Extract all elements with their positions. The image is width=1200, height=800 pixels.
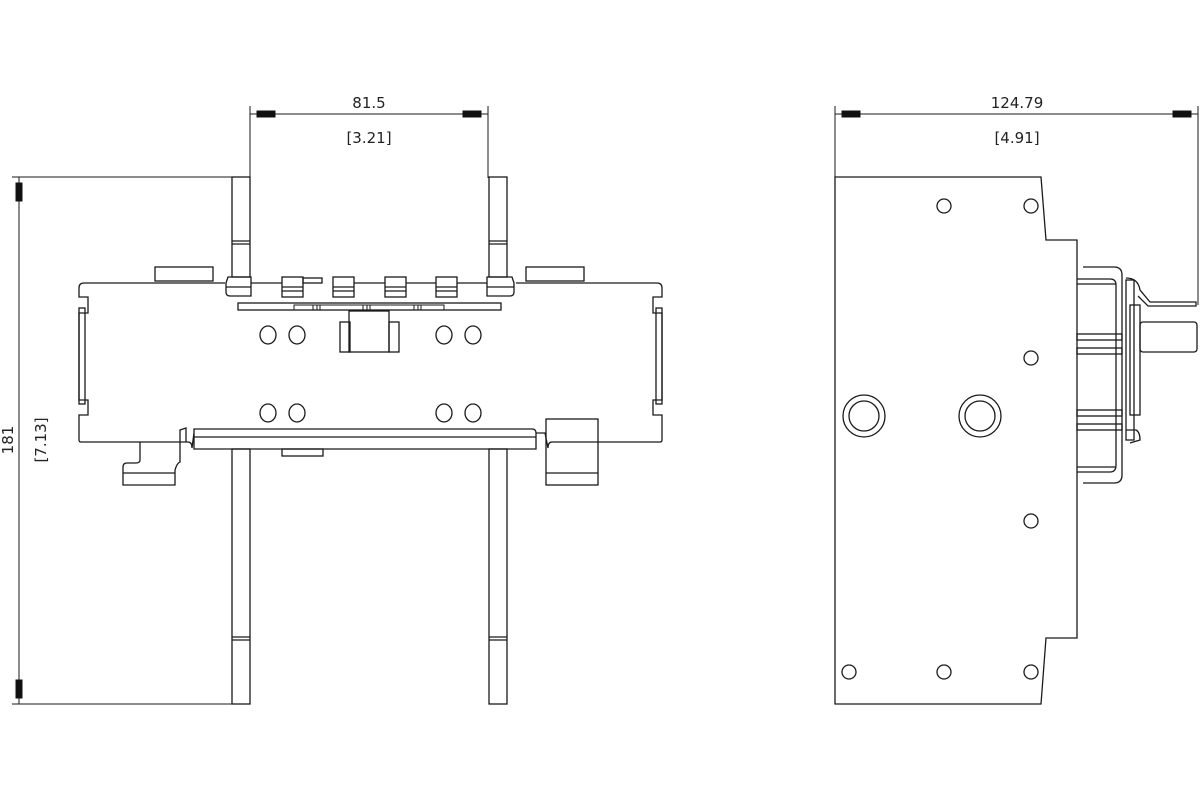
- foot-left: [122, 427, 187, 486]
- dimension-inch-height: [7.13]: [32, 417, 50, 462]
- dimension-width-front: 81.5 [3.21]: [249, 94, 489, 178]
- side-body: [834, 176, 1078, 705]
- operating-handle: [339, 310, 400, 353]
- dimension-value-depth: 124.79: [991, 94, 1044, 112]
- lower-terminals: [231, 448, 508, 705]
- terminal-bar: [237, 302, 502, 311]
- front-view: 81.5 [3.21] 181 [7.13]: [0, 94, 663, 705]
- side-slot-right: [655, 307, 663, 405]
- side-view: 124.79 [4.91]: [834, 94, 1199, 705]
- side-mechanism: [1076, 266, 1198, 484]
- dimension-height-front: 181 [7.13]: [0, 176, 232, 705]
- side-slot-left: [78, 307, 86, 405]
- mounting-holes-side: [841, 198, 1039, 680]
- lower-bar: [193, 428, 537, 457]
- foot-right: [545, 418, 599, 486]
- dimension-inch-width: [3.21]: [346, 129, 391, 147]
- main-body: [78, 282, 663, 449]
- terminal-blocks: [225, 276, 515, 298]
- mounting-holes-front: [259, 325, 482, 423]
- top-tab-left: [154, 266, 214, 282]
- dimension-value-height: 181: [0, 426, 17, 455]
- dimension-value-width: 81.5: [352, 94, 385, 112]
- dimension-depth-side: 124.79 [4.91]: [834, 94, 1199, 305]
- top-tab-right: [525, 266, 585, 282]
- dimension-inch-depth: [4.91]: [994, 129, 1039, 147]
- upper-terminals: [231, 176, 508, 278]
